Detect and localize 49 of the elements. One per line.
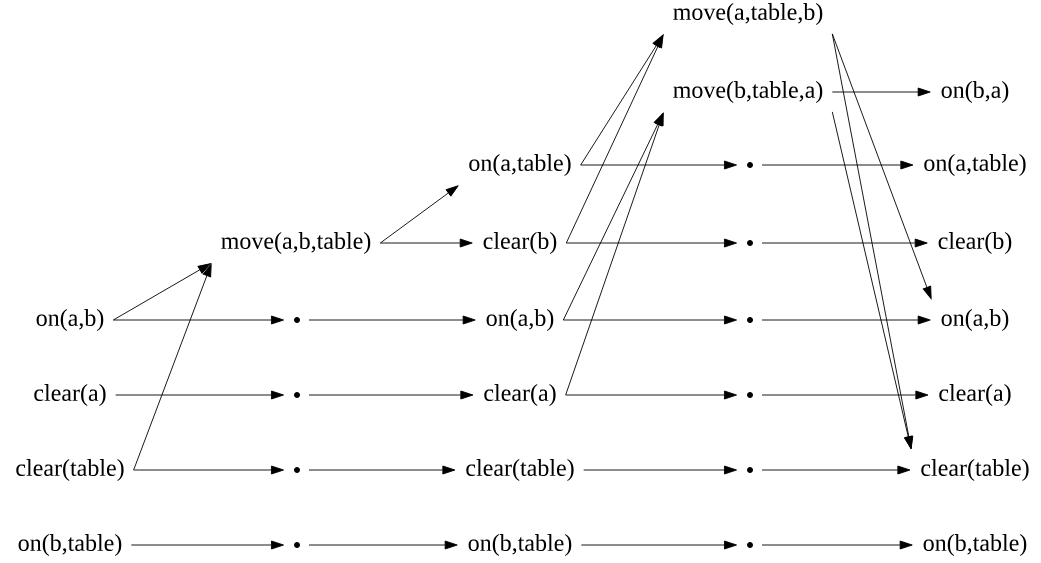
arrow: [565, 112, 664, 396]
arrow: [308, 390, 474, 400]
arrow: [580, 540, 737, 550]
arrow: [133, 465, 284, 475]
text-label: clear(b): [938, 232, 1012, 254]
text-label: on(a,b): [36, 309, 104, 331]
text-label: move(a,table,b): [673, 3, 823, 25]
text-label: clear(table): [466, 459, 574, 481]
text-label: on(a,table): [924, 154, 1026, 176]
text-label: clear(a): [939, 384, 1011, 406]
arrow: [831, 87, 931, 97]
arrow: [761, 315, 931, 325]
text-label: on(a,table): [469, 154, 571, 176]
arrow: [130, 540, 284, 550]
text-label: on(b,table): [18, 534, 122, 556]
arrow: [761, 390, 929, 400]
text-label: on(a,b): [486, 309, 554, 331]
arrow: [761, 540, 913, 550]
arrow: [580, 160, 737, 170]
text-label: on(b,a): [941, 81, 1009, 103]
arrow: [379, 238, 473, 248]
text-label: move(b,table,a): [673, 81, 823, 103]
arrow: [761, 160, 914, 170]
arrow: [761, 238, 928, 248]
arrow: [565, 238, 737, 248]
text-label: on(a,b): [941, 309, 1009, 331]
text-label: clear(a): [484, 384, 556, 406]
arrow: [308, 465, 456, 475]
text-label: move(a,b,table): [221, 232, 371, 254]
text-label: clear(table): [16, 459, 124, 481]
text-label: on(b,table): [923, 534, 1027, 556]
arrow: [115, 390, 284, 400]
arrow: [112, 315, 284, 325]
text-label: clear(a): [34, 384, 106, 406]
text-label: on(b,table): [468, 534, 572, 556]
arrow: [565, 390, 737, 400]
arrow: [133, 263, 212, 471]
arrow: [308, 315, 476, 325]
arrow: [831, 33, 932, 300]
arrow: [831, 111, 913, 450]
arrow: [308, 540, 458, 550]
text-label: clear(table): [921, 459, 1029, 481]
arrow: [112, 263, 211, 321]
arrow: [565, 34, 664, 244]
arrow: [583, 465, 737, 475]
arrow: [761, 465, 911, 475]
arrow: [562, 315, 737, 325]
text-label: clear(b): [483, 232, 557, 254]
arrow: [379, 185, 459, 244]
